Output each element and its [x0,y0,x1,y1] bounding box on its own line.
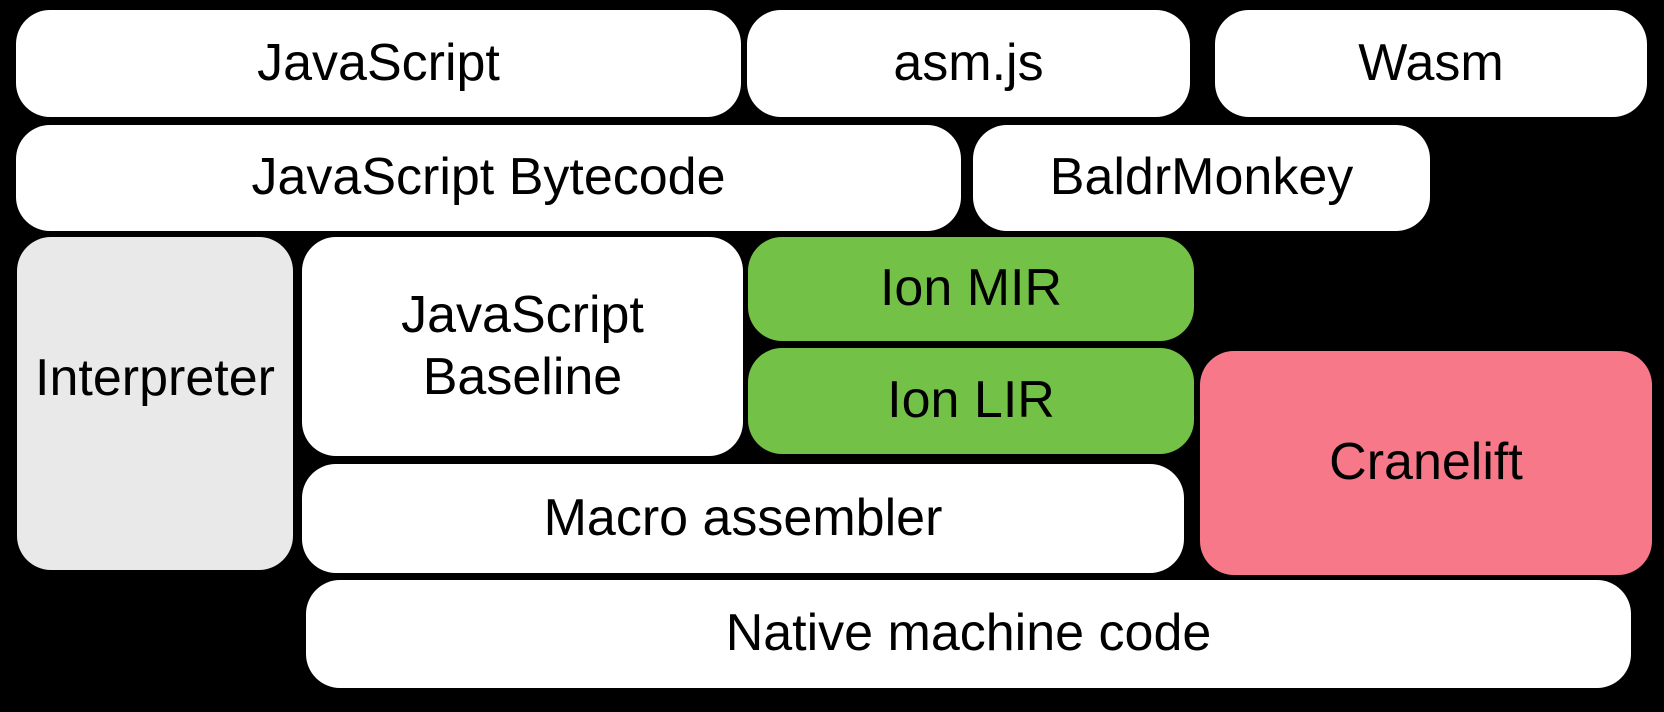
box-label: Interpreter [35,348,275,407]
box-label: Ion LIR [887,371,1055,430]
box-label: JavaScript Bytecode [251,148,726,207]
box-label: Cranelift [1329,433,1523,492]
box-label: asm.js [893,33,1044,92]
box-label: Macro assembler [543,488,943,547]
box-cranelift: Cranelift [1200,351,1652,575]
box-macro-assembler: Macro assembler [302,464,1184,573]
box-label: BaldrMonkey [1049,148,1354,207]
box-interpreter: Interpreter [17,237,293,570]
box-baldrmonkey: BaldrMonkey [973,125,1430,231]
box-label: Wasm [1358,33,1504,92]
box-native-machine-code: Native machine code [306,580,1631,688]
box-wasm: Wasm [1215,10,1647,117]
box-label: JavaScript Baseline [401,286,644,406]
box-label: Ion MIR [879,259,1063,318]
box-asmjs: asm.js [747,10,1190,117]
box-label: Native machine code [725,604,1212,663]
box-label: JavaScript [257,33,500,92]
box-javascript: JavaScript [16,10,741,117]
box-ion-lir: Ion LIR [748,348,1194,454]
box-ion-mir: Ion MIR [748,237,1194,341]
box-javascript-bytecode: JavaScript Bytecode [16,125,961,231]
box-javascript-baseline: JavaScript Baseline [302,237,743,456]
